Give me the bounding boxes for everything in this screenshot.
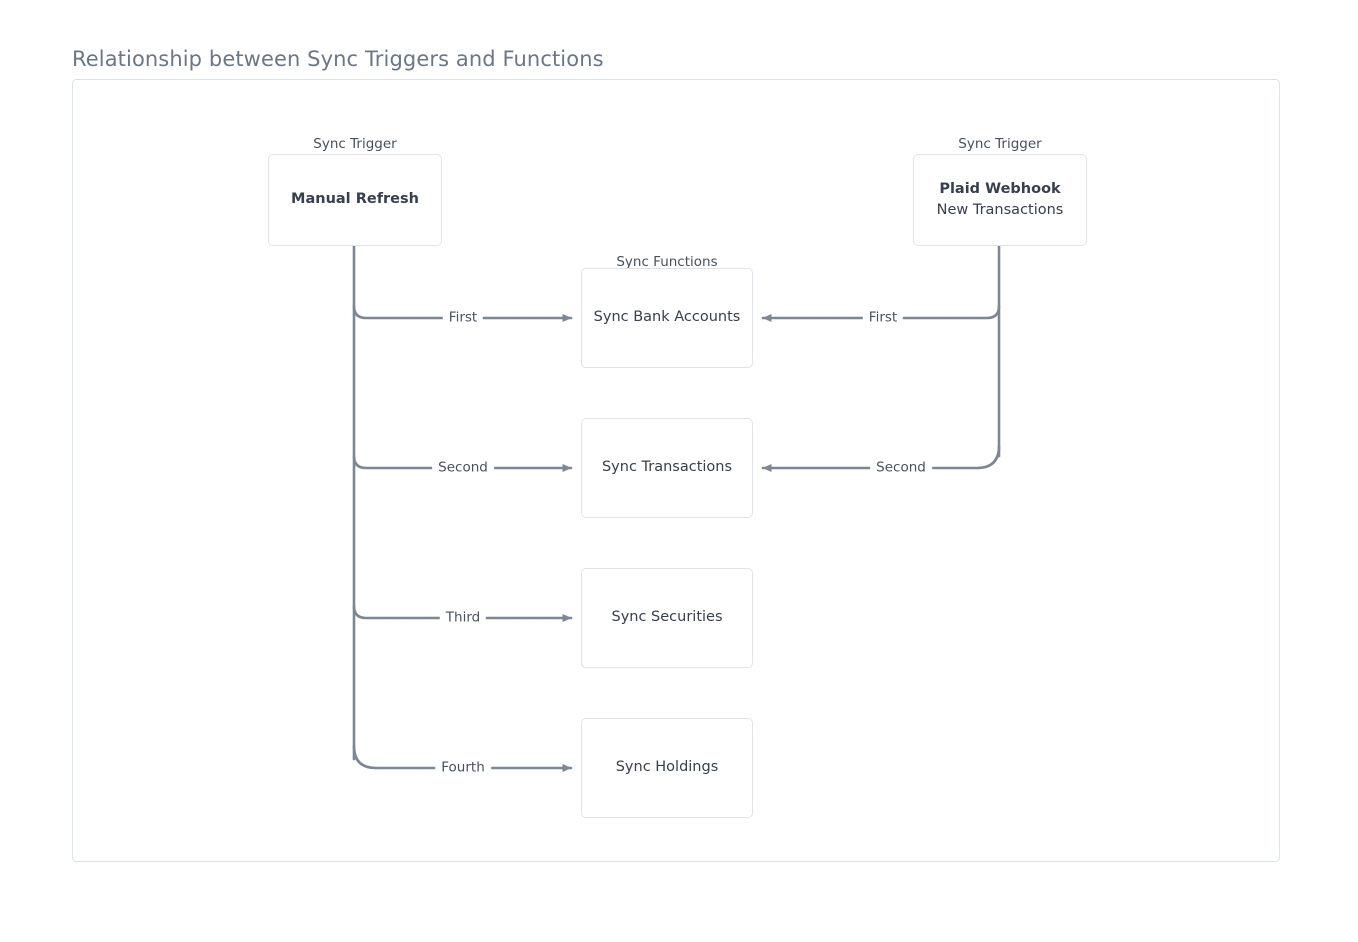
edge-manual-refresh-to-sync-securities [352, 604, 573, 622]
node-plaid-webhook-subtitle: New Transactions [936, 202, 1064, 218]
node-sync-holdings-title: Sync Holdings [615, 759, 719, 776]
edge-label-second-left: Second [432, 461, 494, 475]
edge-manual-refresh-to-sync-holdings [352, 744, 573, 772]
node-manual-refresh[interactable]: Manual Refresh [268, 154, 442, 246]
edge-plaid-webhook-to-sync-transactions [761, 444, 1001, 472]
edge-label-first-right: First [862, 311, 904, 325]
edge-label-fourth-left: Fourth [435, 761, 491, 775]
group-label-sync-functions: Sync Functions [616, 254, 718, 270]
node-sync-bank-accounts[interactable]: Sync Bank Accounts [581, 268, 753, 368]
edge-manual-refresh-to-sync-bank-accounts [352, 304, 573, 322]
node-sync-transactions-title: Sync Transactions [601, 459, 733, 476]
diagram-connectors-canvas [352, 244, 1001, 772]
group-label-sync-trigger-left: Sync Trigger [313, 136, 397, 152]
edge-manual-refresh-to-sync-transactions [352, 454, 573, 472]
page-title: Relationship between Sync Triggers and F… [72, 47, 604, 71]
node-sync-transactions[interactable]: Sync Transactions [581, 418, 753, 518]
edge-label-third-left: Third [439, 611, 487, 625]
node-sync-bank-accounts-title: Sync Bank Accounts [593, 309, 741, 326]
edge-label-first-left: First [442, 311, 484, 325]
diagram-container: Sync Trigger Sync Trigger Sync Functions… [72, 79, 1280, 862]
node-sync-securities[interactable]: Sync Securities [581, 568, 753, 668]
node-manual-refresh-title: Manual Refresh [291, 191, 419, 208]
node-plaid-webhook-title: Plaid Webhook [939, 180, 1061, 197]
node-sync-holdings[interactable]: Sync Holdings [581, 718, 753, 818]
group-label-sync-trigger-right: Sync Trigger [958, 136, 1042, 152]
edge-label-second-right: Second [870, 461, 932, 475]
node-sync-securities-title: Sync Securities [611, 609, 723, 626]
node-plaid-webhook[interactable]: Plaid Webhook New Transactions [913, 154, 1087, 246]
edge-plaid-webhook-to-sync-bank-accounts [761, 304, 1001, 322]
